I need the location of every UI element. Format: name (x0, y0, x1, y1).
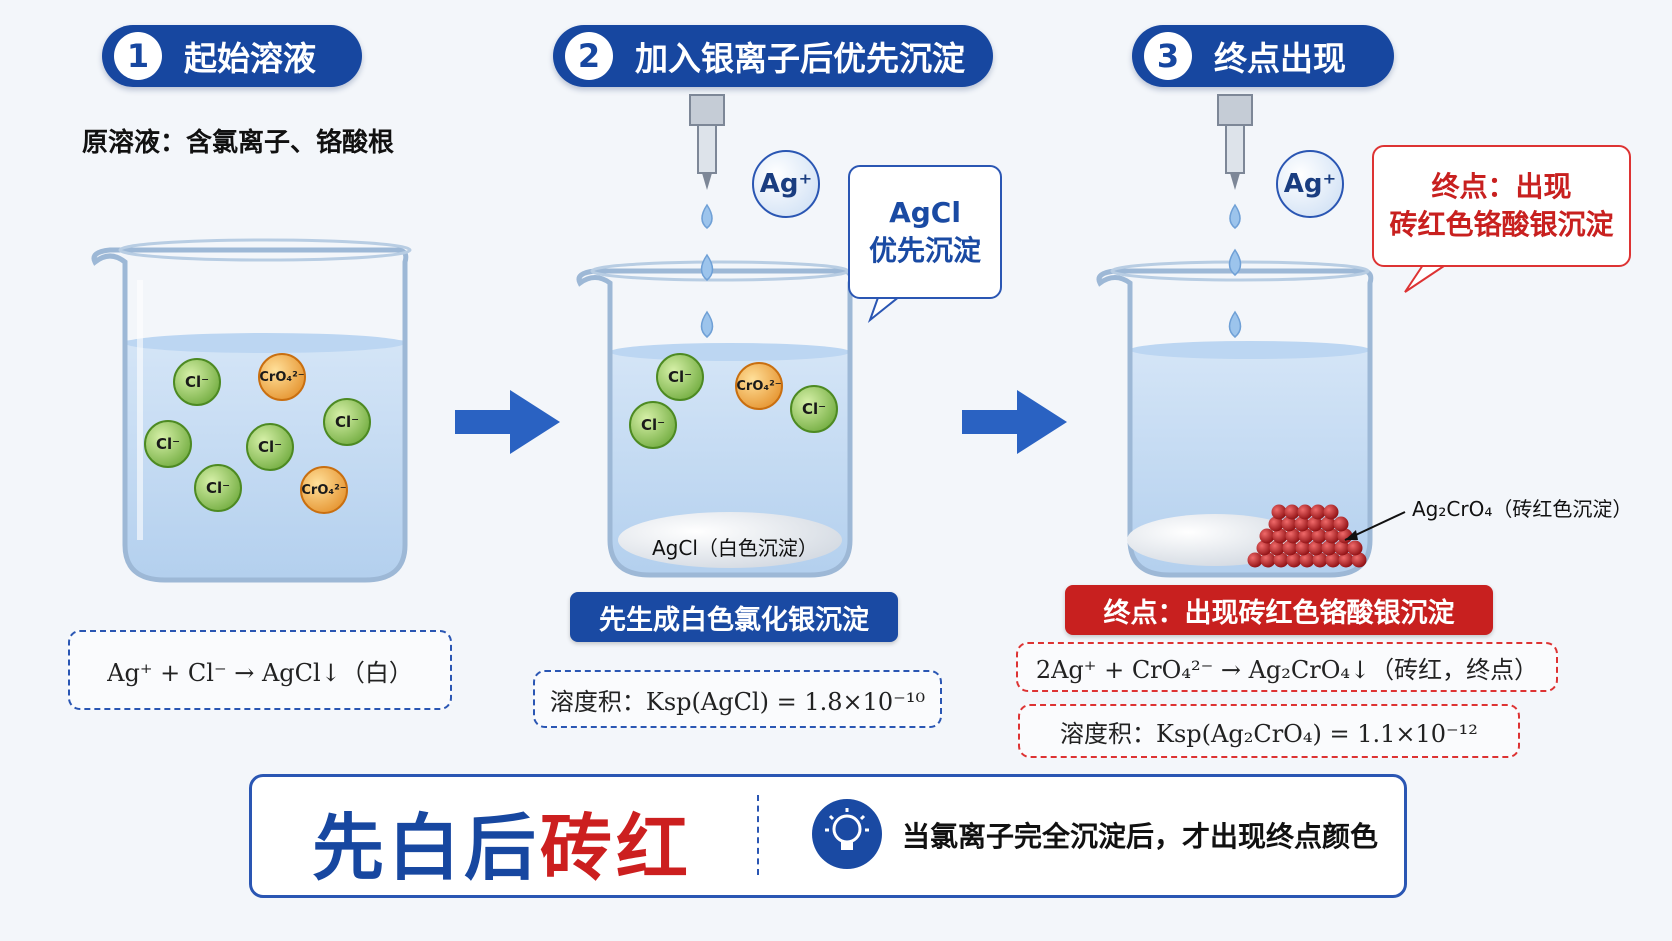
lightbulb-icon (812, 799, 882, 869)
chromate-ion: CrO₄²⁻ (735, 362, 783, 410)
white-precipitate-banner: 先生成白色氯化银沉淀 (570, 592, 898, 642)
chromate-ion-label: CrO₄²⁻ (259, 369, 305, 385)
stage-1-title: 1 起始溶液 (102, 25, 362, 87)
chloride-ion-label: Cl⁻ (205, 479, 231, 497)
chloride-ion-label: Cl⁻ (257, 438, 283, 456)
chromate-ion-label: CrO₄²⁻ (736, 378, 782, 394)
stage-2-label: 加入银离子后优先沉淀 (635, 39, 965, 78)
chloride-ion: Cl⁻ (173, 358, 221, 406)
stage-3-label: 终点出现 (1214, 39, 1346, 78)
callout-agcl-first: AgCl 优先沉淀 (848, 165, 1002, 299)
chloride-ion: Cl⁻ (629, 401, 677, 449)
chloride-ion: Cl⁻ (246, 423, 294, 471)
drops (700, 203, 1242, 338)
chloride-ion: Cl⁻ (323, 398, 371, 446)
ksp-agcl-box: 溶度积：Ksp(AgCl) = 1.8×10⁻¹⁰ (533, 670, 942, 728)
stage-2-number: 2 (565, 32, 613, 80)
chloride-ion-label: Cl⁻ (334, 413, 360, 431)
chromate-ion-label: CrO₄²⁻ (301, 482, 347, 498)
chloride-ion-label: Cl⁻ (801, 400, 827, 418)
stage-1-label: 起始溶液 (184, 39, 316, 78)
stage-1-number: 1 (114, 32, 162, 80)
summary-panel: 先白后砖红 当氯离子完全沉淀后，才出现终点颜色 (249, 774, 1407, 898)
chloride-ion: Cl⁻ (656, 353, 704, 401)
ag-ion-2: Ag⁺ (752, 150, 820, 218)
stage-1-description: 原溶液：含氯离子、铬酸根 (82, 128, 395, 158)
dropper-2-icon (689, 94, 725, 190)
summary-note: 当氯离子完全沉淀后，才出现终点颜色 (902, 820, 1379, 853)
chloride-ion: Cl⁻ (790, 385, 838, 433)
endpoint-banner: 终点：出现砖红色铬酸银沉淀 (1065, 585, 1493, 635)
callout-agcl-line1: AgCl (889, 196, 961, 229)
chloride-ion-label: Cl⁻ (667, 368, 693, 386)
agcl-precipitate-label: AgCl（白色沉淀） (652, 536, 818, 560)
chloride-ion: Cl⁻ (144, 420, 192, 468)
chromate-ion: CrO₄²⁻ (300, 466, 348, 514)
ag2cro4-precipitate (1247, 504, 1367, 568)
stage-3-title: 3 终点出现 (1132, 25, 1394, 87)
stage-3-number: 3 (1144, 32, 1192, 80)
chloride-ion-label: Cl⁻ (640, 416, 666, 434)
stage-2-title: 2 加入银离子后优先沉淀 (553, 25, 993, 87)
slogan: 先白后砖红 (312, 789, 692, 894)
callout-endpoint: 终点：出现 砖红色铬酸银沉淀 (1372, 145, 1631, 267)
arrow-1-icon (455, 390, 560, 454)
chloride-ion-label: Cl⁻ (155, 435, 181, 453)
ksp-ag2cro4-box: 溶度积：Ksp(Ag₂CrO₄) = 1.1×10⁻¹² (1018, 704, 1520, 758)
ag-ion-2-label: Ag⁺ (759, 169, 813, 199)
callout-agcl-line2: 优先沉淀 (868, 234, 981, 267)
slogan-red: 砖红 (540, 806, 693, 890)
slogan-white: 先白后 (312, 806, 541, 890)
ag-ion-3-label: Ag⁺ (1283, 169, 1337, 199)
equation-ag2cro4: 2Ag⁺ + CrO₄²⁻ → Ag₂CrO₄↓（砖红，终点） (1016, 642, 1558, 692)
chromate-ion: CrO₄²⁻ (258, 353, 306, 401)
callout-endpoint-line2: 砖红色铬酸银沉淀 (1389, 208, 1614, 241)
ag2cro4-precipitate-label: Ag₂CrO₄（砖红色沉淀） (1412, 497, 1633, 521)
chloride-ion: Cl⁻ (194, 464, 242, 512)
callout-endpoint-line1: 终点：出现 (1431, 170, 1572, 203)
chloride-ion-label: Cl⁻ (184, 373, 210, 391)
ag-ion-3: Ag⁺ (1276, 150, 1344, 218)
equation-agcl: Ag⁺ + Cl⁻ → AgCl↓（白） (68, 630, 452, 710)
arrow-2-icon (962, 390, 1067, 454)
agcl-precipitate-2 (618, 512, 842, 568)
summary-divider (757, 795, 759, 875)
dropper-3-icon (1217, 94, 1253, 190)
